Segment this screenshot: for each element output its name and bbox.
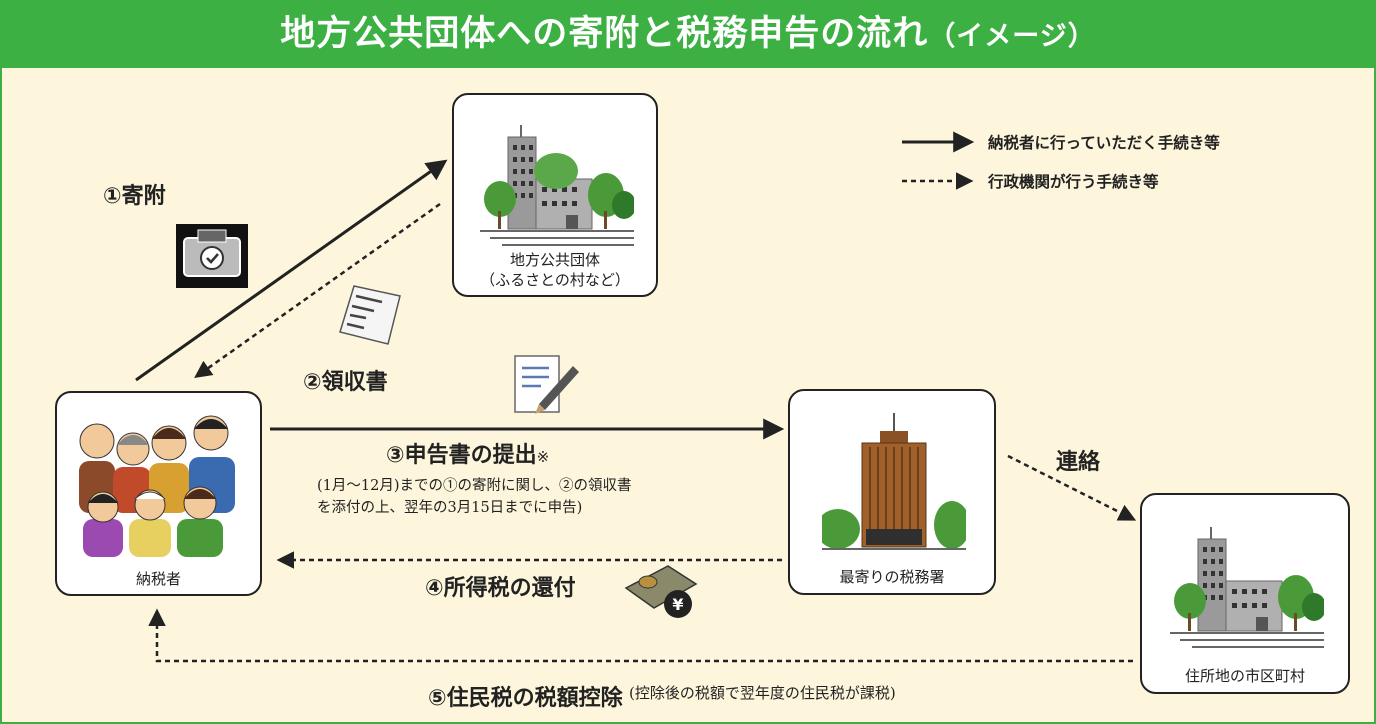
municipality-node: 住所地の市区町村 [1140, 493, 1350, 694]
legend-solid-label: 納税者に行っていただく手続き等 [988, 134, 1220, 152]
money-gift-icon [176, 224, 248, 288]
donation-arrow [135, 159, 448, 382]
taxpayer-node: 納税者 [55, 391, 262, 596]
tax-office-node: 最寄りの税務署 [788, 389, 996, 595]
diagram-title: 地方公共団体への寄附と税務申告の流れ（イメージ） [0, 0, 1376, 68]
tax-office-building-icon [822, 413, 966, 550]
tax-office-label: 最寄りの税務署 [839, 568, 945, 586]
receipt-icon [339, 285, 401, 345]
step-filing-text: ③申告書の提出 [386, 443, 537, 468]
step-filing-mark: ※ [536, 448, 550, 466]
local-government-building-icon [480, 125, 634, 246]
title-main: 地方公共団体への寄附と税務申告の流れ [280, 14, 929, 54]
municipality-label: 住所地の市区町村 [1184, 667, 1305, 685]
taxpayer-label: 納税者 [135, 570, 181, 588]
filing-note-line2: を添付の上、翌年の3月15日までに申告) [317, 500, 583, 516]
people-icon [79, 415, 235, 557]
title-sub: （イメージ） [928, 21, 1096, 52]
money-refund-icon: ¥ [624, 565, 698, 618]
step-contact-label: 連絡 [1056, 450, 1101, 475]
step-filing-label: ③申告書の提出※ [386, 437, 549, 469]
svg-text:¥: ¥ [672, 595, 683, 614]
step-donation-label: ①寄附 [103, 184, 166, 209]
title-bar [0, 0, 1376, 68]
step-refund-label: ④所得税の還付 [425, 576, 576, 601]
resident-tax-note: (控除後の税額で翌年度の住民税が課税) [629, 684, 896, 702]
local-government-label: 地方公共団体 [509, 251, 600, 269]
local-government-node: 地方公共団体 （ふるさとの村など） [452, 93, 658, 297]
resident-tax-arrow [148, 608, 1133, 663]
local-government-sublabel: （ふるさとの村など） [480, 271, 630, 289]
step-resident-tax-label: ⑤住民税の税額控除 [428, 686, 623, 711]
legend-dashed-label: 行政機関が行う手続き等 [988, 173, 1159, 191]
tax-return-document-icon [514, 355, 579, 414]
municipality-building-icon [1170, 527, 1324, 648]
receipt-arrow [194, 202, 441, 379]
step-receipt-label: ②領収書 [303, 370, 388, 395]
filing-note-line1: (1月～12月)までの①の寄附に関し、②の領収書 [317, 478, 632, 494]
